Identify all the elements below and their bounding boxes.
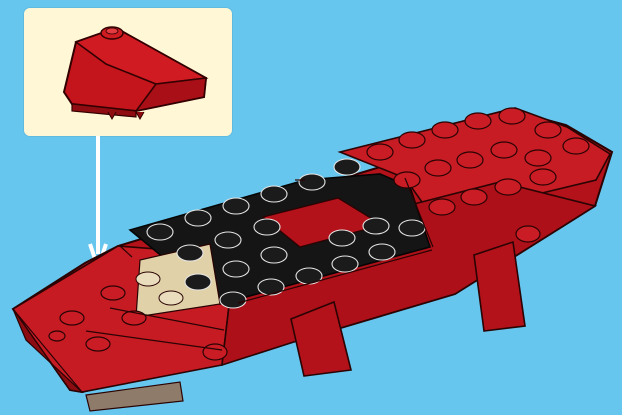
build-step-illustration xyxy=(0,0,622,415)
boat-model xyxy=(0,0,622,415)
boat-model-svg xyxy=(0,0,622,415)
